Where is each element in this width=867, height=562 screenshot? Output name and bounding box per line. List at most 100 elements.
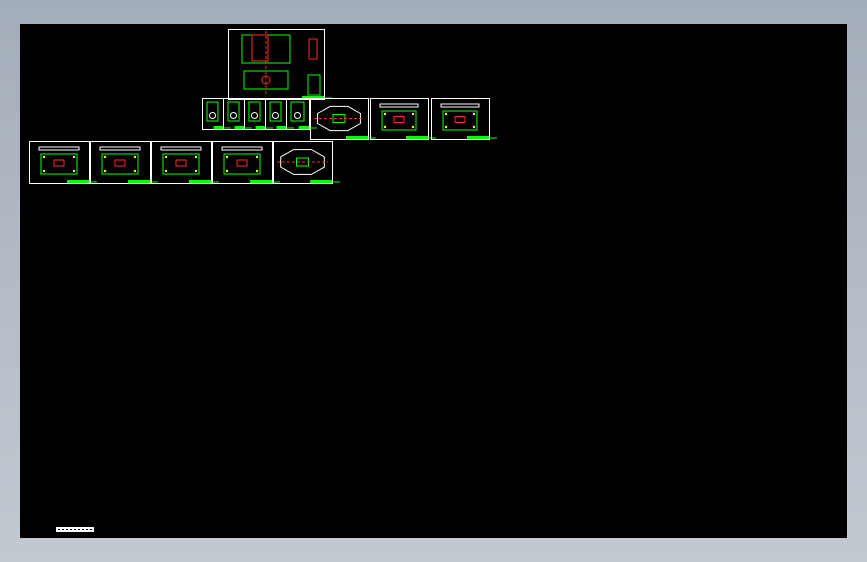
sheet-frame	[29, 141, 90, 184]
sheet-octagon-plate[interactable]	[310, 98, 377, 140]
plate-pocket	[114, 159, 126, 167]
part-hole	[294, 112, 301, 119]
sheet-frame	[431, 98, 490, 140]
bolt-hole	[472, 112, 476, 116]
sheet-part-5[interactable]	[286, 98, 318, 130]
part-outline	[227, 101, 240, 122]
bolt-hole	[383, 125, 387, 129]
plate-header	[99, 146, 141, 151]
plate-pocket	[175, 159, 187, 167]
title-block	[250, 180, 272, 183]
bolt-hole	[383, 112, 387, 116]
sheet-frame	[151, 141, 212, 184]
bolt-hole	[225, 169, 229, 173]
sheet-frame	[265, 98, 287, 130]
cad-drawing[interactable]	[20, 24, 847, 538]
bolt-hole	[255, 155, 259, 159]
sheet-frame	[223, 98, 245, 130]
sheet-part-4[interactable]	[265, 98, 295, 130]
title-block	[213, 126, 223, 129]
bolt-hole	[164, 155, 168, 159]
plate-outline	[442, 110, 478, 131]
sheet-plate-e[interactable]	[212, 141, 281, 184]
title-block	[234, 126, 244, 129]
cad-model-space[interactable]	[20, 24, 847, 538]
plate-outline	[223, 153, 261, 175]
part-outline	[269, 101, 282, 122]
plate-pocket	[236, 159, 248, 167]
bolt-hole	[444, 125, 448, 129]
bolt-hole	[72, 169, 76, 173]
plate-header	[160, 146, 202, 151]
sheet-frame	[310, 98, 369, 140]
bolt-hole	[42, 155, 46, 159]
plate-header	[38, 146, 80, 151]
sheet-plate-c[interactable]	[90, 141, 159, 184]
bolt-hole	[194, 155, 198, 159]
sheet-plate-a[interactable]	[370, 98, 437, 140]
parts-list	[308, 38, 318, 60]
sheet-main-assembly[interactable]	[228, 29, 333, 100]
title-block	[302, 96, 324, 99]
bolt-hole	[103, 155, 107, 159]
part-hole	[209, 112, 216, 119]
plate-outline	[101, 153, 139, 175]
sheet-frame	[202, 98, 224, 130]
assembly-core	[251, 34, 269, 62]
plate-outline	[162, 153, 200, 175]
part-outline	[290, 101, 305, 122]
plate-header	[440, 103, 480, 108]
part-hole	[272, 112, 279, 119]
sheet-part-2[interactable]	[223, 98, 253, 130]
bom-table	[307, 74, 321, 96]
title-block	[298, 126, 309, 129]
bolt-hole	[133, 155, 137, 159]
part-hole	[251, 112, 258, 119]
bolt-hole	[133, 169, 137, 173]
sheet-plate-b[interactable]	[431, 98, 498, 140]
bolt-hole	[42, 169, 46, 173]
plate-pocket	[53, 159, 65, 167]
sheet-hex-plate[interactable]	[273, 141, 341, 184]
bolt-hole	[103, 169, 107, 173]
title-block	[67, 180, 89, 183]
bolt-hole	[411, 125, 415, 129]
octagon-outline	[317, 105, 361, 132]
title-block	[255, 126, 265, 129]
bolt-hole	[255, 169, 259, 173]
scale-bar-icon	[56, 527, 94, 532]
sheet-cavity-plate[interactable]	[29, 141, 98, 184]
sheet-frame	[244, 98, 266, 130]
sheet-frame	[228, 29, 325, 100]
part-hole	[230, 112, 237, 119]
title-block	[189, 180, 211, 183]
title-block	[128, 180, 150, 183]
plate-outline	[381, 110, 417, 131]
bolt-hole	[164, 169, 168, 173]
sheet-part-1[interactable]	[202, 98, 232, 130]
title-block	[276, 126, 286, 129]
title-block	[346, 136, 368, 139]
plate-header	[379, 103, 419, 108]
bolt-hole	[194, 169, 198, 173]
bolt-hole	[225, 155, 229, 159]
sheet-frame	[370, 98, 429, 140]
sheet-frame	[286, 98, 310, 130]
sheet-frame	[212, 141, 273, 184]
sheets-layer	[29, 29, 498, 184]
sheet-plate-d[interactable]	[151, 141, 220, 184]
plate-pocket	[393, 116, 405, 123]
title-block	[310, 180, 332, 183]
part-outline	[206, 101, 219, 122]
bolt-hole	[411, 112, 415, 116]
bolt-hole	[472, 125, 476, 129]
plate-pocket	[454, 116, 466, 123]
octagon-outline	[280, 149, 325, 175]
plate-outline	[40, 153, 78, 175]
sheet-frame	[90, 141, 151, 184]
bolt-hole	[72, 155, 76, 159]
sheet-part-3[interactable]	[244, 98, 274, 130]
sheet-frame	[273, 141, 333, 184]
title-block	[406, 136, 428, 139]
plate-header	[221, 146, 263, 151]
